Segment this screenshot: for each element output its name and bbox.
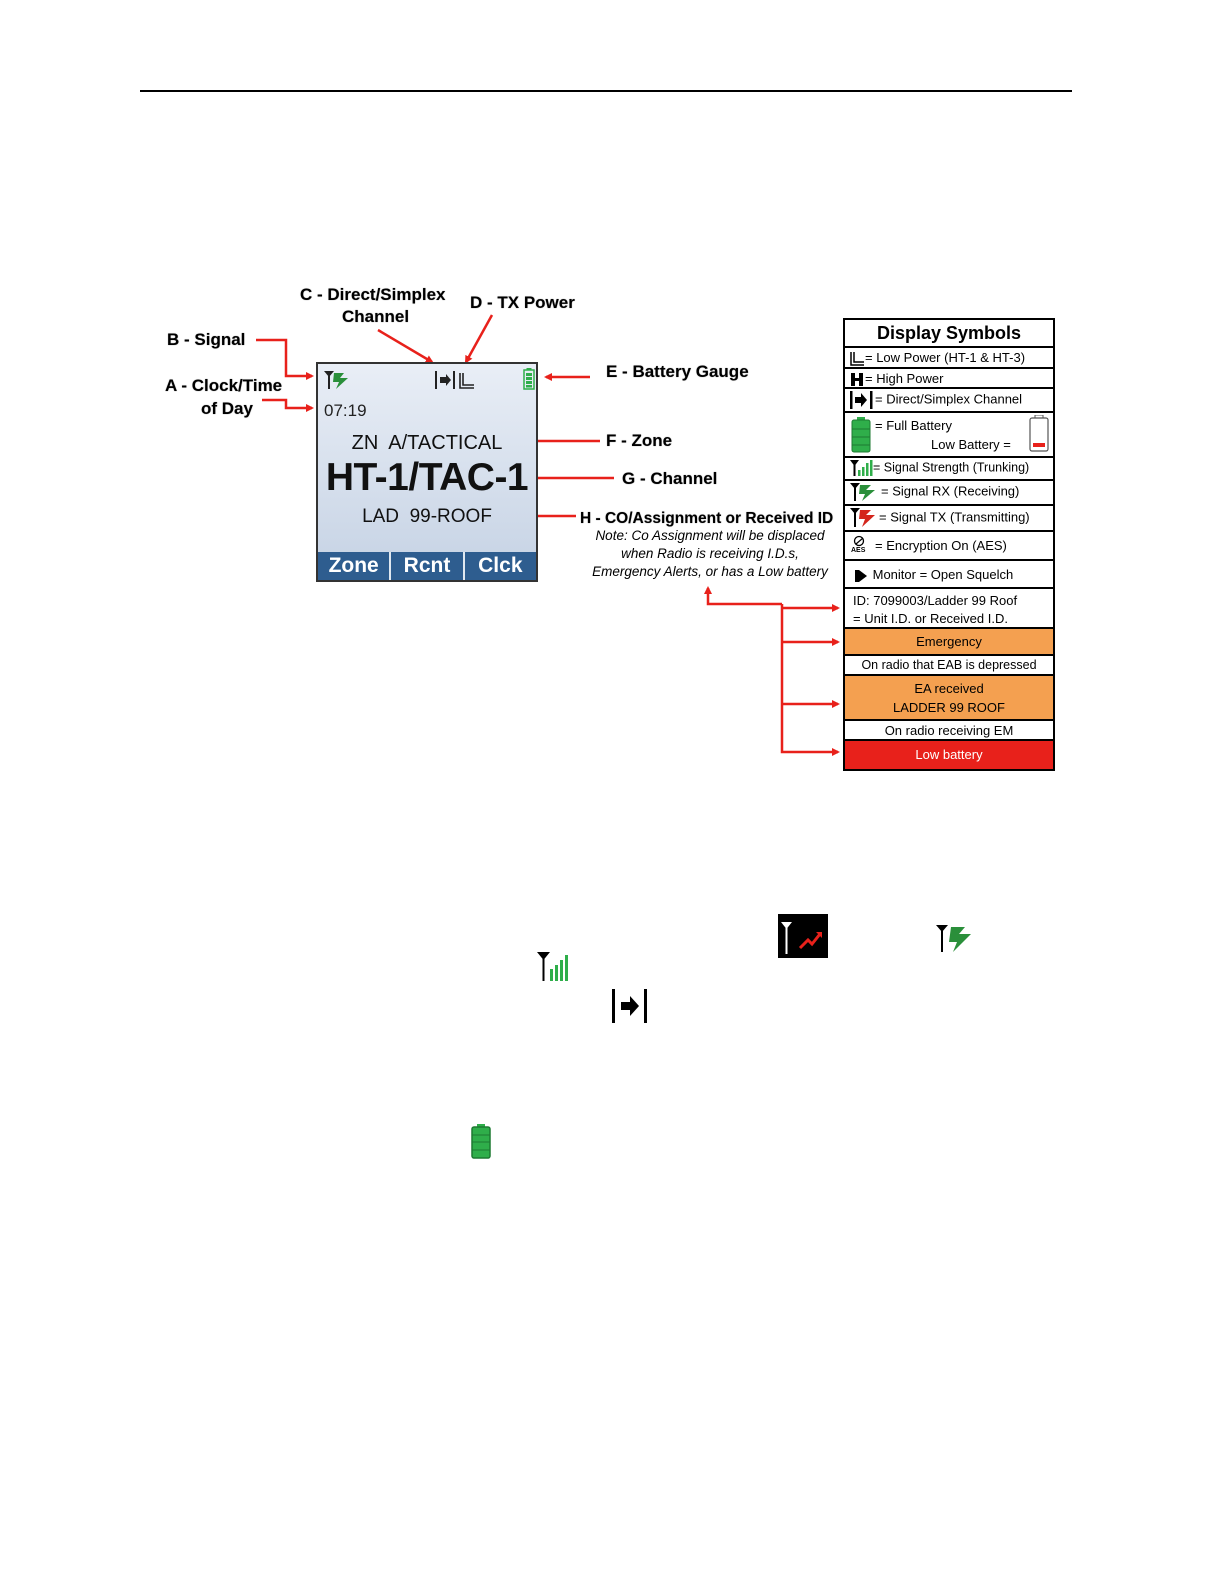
full-battery-icon — [851, 417, 871, 453]
legend-row-id: ID: 7099003/Ladder 99 Roof = Unit I.D. o… — [845, 587, 1053, 627]
legend-full-battery-label: = Full Battery — [875, 418, 952, 433]
callout-channel: G - Channel — [622, 469, 718, 488]
direct-simplex-legend-icon — [850, 391, 873, 409]
softkey-recent[interactable]: Rcnt — [389, 552, 462, 580]
radio-display: 07:19 ZN A/TACTICAL HT-1/TAC-1 LAD 99-RO… — [316, 362, 538, 582]
legend-ea-line1: EA received — [914, 681, 984, 696]
legend-low-power-label: = Low Power (HT-1 & HT-3) — [865, 350, 1026, 365]
callout-zone: F - Zone — [606, 431, 673, 450]
arrow-tx-power — [464, 314, 494, 364]
note-line-2: when Radio is receiving I.D.s, — [621, 546, 799, 561]
legend-row-monitor: Monitor = Open Squelch — [845, 559, 1053, 587]
battery-icon — [523, 368, 535, 390]
legend-low-battery-label: Low Battery = — [931, 437, 1011, 452]
legend-row-low-power: = Low Power (HT-1 & HT-3) — [845, 346, 1053, 367]
arrow-signal — [256, 338, 314, 380]
legend-monitor-label: Monitor = Open Squelch — [872, 567, 1014, 582]
legend-row-signal-tx: = Signal TX (Transmitting) — [845, 504, 1053, 530]
co-assignment: LAD 99-ROOF — [362, 506, 492, 527]
signal-strength-inline-icon — [537, 952, 568, 981]
legend-ea-note: On radio receiving EM — [845, 719, 1053, 739]
legend-signal-strength-label: = Signal Strength (Trunking) — [873, 460, 1030, 475]
legend-id-line1: ID: 7099003/Ladder 99 Roof — [853, 593, 1018, 608]
legend-emergency: Emergency — [845, 627, 1053, 654]
low-power-icon — [850, 352, 864, 366]
legend-row-direct: = Direct/Simplex Channel — [845, 387, 1053, 411]
encryption-icon — [853, 535, 865, 547]
callout-direct-line2: Channel — [342, 307, 410, 326]
callout-clock-line1: A - Clock/Time — [165, 376, 283, 395]
signal-tx-inline-icon — [778, 914, 828, 958]
zone-name: ZN A/TACTICAL — [351, 432, 503, 454]
display-symbols-legend: Display Symbols = Low Power (HT-1 & HT-3… — [843, 318, 1055, 771]
legend-row-battery: = Full Battery Low Battery = — [845, 411, 1053, 456]
legend-id-line2: = Unit I.D. or Received I.D. — [853, 611, 1008, 626]
arrow-low-battery — [780, 604, 840, 756]
channel-name: HT-1/TAC-1 — [325, 456, 529, 499]
direct-simplex-icon — [435, 371, 474, 389]
callout-note: Note: Co Assignment will be displaced wh… — [574, 527, 846, 581]
softkey-clock[interactable]: Clck — [462, 552, 536, 580]
callout-direct-line1: C - Direct/Simplex — [300, 285, 446, 304]
battery-inline-icon — [471, 1124, 491, 1159]
signal-strength-icon — [850, 460, 873, 476]
legend-emergency-note: On radio that EAB is depressed — [845, 654, 1053, 674]
direct-simplex-inline-icon — [612, 989, 647, 1023]
callout-battery: E - Battery Gauge — [606, 362, 749, 381]
aes-label: AES — [851, 547, 866, 554]
legend-high-power-label: = High Power — [865, 371, 944, 386]
arrow-note — [704, 586, 782, 606]
monitor-icon — [855, 569, 867, 582]
callout-tx-power: D - TX Power — [470, 293, 575, 312]
low-battery-icon — [1029, 415, 1049, 452]
callout-co-assignment: H - CO/Assignment or Received ID — [580, 510, 834, 527]
high-power-icon — [851, 373, 863, 387]
signal-rx-icon — [324, 371, 348, 389]
signal-rx-legend-icon — [850, 483, 875, 501]
legend-low-battery-alert: Low battery — [845, 739, 1053, 769]
header-rule — [140, 90, 1072, 92]
signal-tx-icon — [850, 508, 875, 527]
legend-title: Display Symbols — [876, 323, 1022, 343]
signal-rx-inline-icon — [936, 925, 971, 952]
softkey-bar: Zone Rcnt Clck — [318, 552, 536, 580]
legend-direct-label: = Direct/Simplex Channel — [875, 391, 1023, 407]
legend-row-encryption: AES = Encryption On (AES) — [845, 530, 1053, 559]
legend-signal-tx-label: = Signal TX (Transmitting) — [879, 509, 1030, 525]
legend-row-signal-strength: = Signal Strength (Trunking) — [845, 456, 1053, 479]
arrow-direct — [377, 328, 434, 364]
callout-signal: B - Signal — [167, 330, 246, 349]
note-line-1: Note: Co Assignment will be displaced — [595, 528, 825, 543]
clock-time: 07:19 — [324, 401, 367, 420]
legend-encryption-label: = Encryption On (AES) — [875, 538, 1007, 553]
legend-signal-rx-label: = Signal RX (Receiving) — [881, 483, 1020, 499]
softkey-zone[interactable]: Zone — [328, 554, 379, 577]
note-line-3: Emergency Alerts, or has a Low battery — [592, 564, 828, 579]
legend-ea-line2: LADDER 99 ROOF — [893, 700, 1005, 715]
legend-row-signal-rx: = Signal RX (Receiving) — [845, 479, 1053, 504]
legend-ea-received: EA received LADDER 99 ROOF — [845, 674, 1053, 719]
legend-row-high-power: = High Power — [845, 367, 1053, 387]
callout-clock-line2: of Day — [201, 399, 253, 418]
arrow-clock — [262, 398, 314, 412]
